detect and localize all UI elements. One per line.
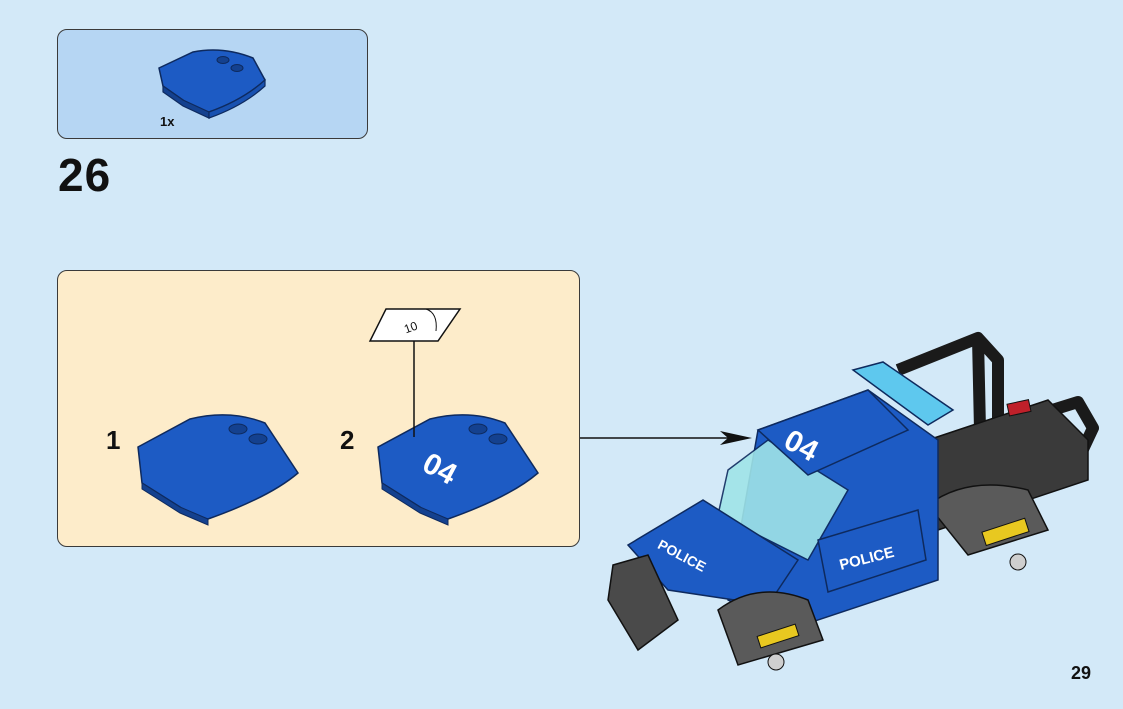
- part-quantity: 1x: [160, 114, 174, 129]
- sub-step-number-2: 2: [340, 425, 354, 456]
- sub-assembly-box: 1 2 04 10: [57, 270, 580, 547]
- sticker-sheet-reference: 10: [368, 301, 468, 441]
- sub-step-number-1: 1: [106, 425, 120, 456]
- page-number: 29: [1071, 663, 1091, 684]
- parts-callout: 1x: [57, 29, 368, 139]
- curved-slope-part-icon: [130, 401, 310, 521]
- step-number: 26: [58, 148, 111, 202]
- police-truck-model: 04 POLICE POLICE: [608, 330, 1108, 690]
